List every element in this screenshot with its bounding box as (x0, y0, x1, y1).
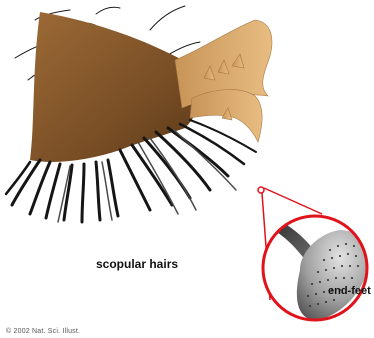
leg-segment (30, 12, 202, 162)
copyright-notice: © 2002 Nat. Sci. Illust. (6, 328, 80, 335)
scopular-hairs-label: scopular hairs (96, 257, 178, 271)
claws (175, 20, 272, 142)
callout-origin-marker (258, 187, 264, 193)
end-feet-label: end-feet (328, 285, 371, 297)
